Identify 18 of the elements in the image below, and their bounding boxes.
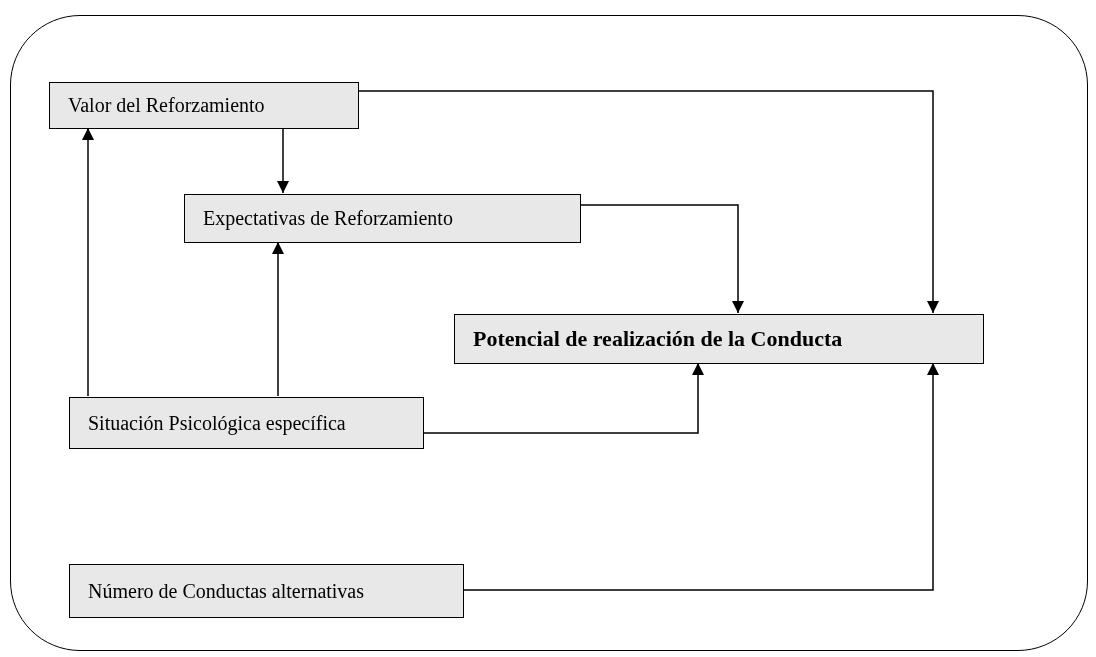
arrow <box>357 90 939 314</box>
concept-box <box>69 564 464 618</box>
rounded-frame <box>10 15 1088 651</box>
arrow <box>272 241 284 397</box>
arrow <box>277 127 289 194</box>
box-label: Expectativas de Reforzamiento <box>203 207 453 230</box>
box-label: Situación Psicológica específica <box>88 411 346 435</box>
concept-box <box>69 397 424 449</box>
arrow <box>422 362 704 434</box>
box-label: Potencial de realización de la Conducta <box>473 326 843 352</box>
arrow <box>82 127 94 397</box>
box-label: Número de Conductas alternativas <box>88 579 365 603</box>
concept-box <box>454 314 984 364</box>
concept-box <box>49 82 359 129</box>
arrow <box>579 204 744 314</box>
box-label: Valor del Reforzamiento <box>68 94 265 117</box>
concept-box <box>184 194 581 243</box>
arrow <box>462 362 939 591</box>
